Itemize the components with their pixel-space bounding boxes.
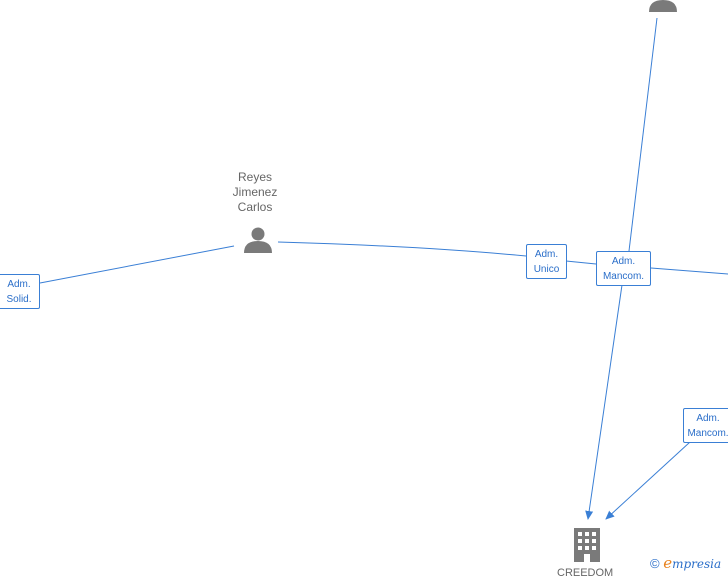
relation-line: Adm. — [611, 256, 636, 267]
relation-line: Unico — [533, 264, 560, 275]
person-name[interactable]: Reyes Jimenez Carlos — [205, 170, 305, 215]
relation-line: Mancom. — [687, 428, 728, 439]
edge-top-person — [628, 17, 658, 252]
relation-adm-mancom-center[interactable]: Adm. Mancom. — [596, 251, 651, 286]
person-icon[interactable] — [244, 227, 272, 254]
relation-line: Adm. — [7, 279, 31, 290]
edge-right-to-company — [605, 441, 691, 520]
company-name[interactable]: CREEDOM — [557, 567, 614, 579]
relation-adm-unico[interactable]: Adm. Unico — [526, 244, 567, 279]
edge-mancom-right — [650, 267, 728, 275]
person-icon-top[interactable] — [649, 0, 677, 12]
relation-line: Adm. — [696, 413, 720, 424]
relation-line: Solid. — [6, 294, 32, 305]
edge-unico-mancom — [565, 260, 597, 265]
edge-unico — [277, 241, 527, 257]
relation-line: Adm. — [534, 249, 559, 260]
brand-name: mpresia — [672, 557, 722, 571]
copyright-symbol: © — [650, 556, 660, 571]
person-name-line: Reyes — [237, 170, 272, 184]
brand-initial: e — [663, 554, 673, 572]
empresia-logo: © empresia — [650, 554, 721, 572]
building-icon[interactable] — [574, 528, 600, 562]
person-name-line: Jimenez — [232, 185, 278, 199]
relation-line: Mancom. — [602, 271, 645, 282]
edge-solid — [39, 245, 235, 284]
person-name-line: Carlos — [237, 200, 273, 214]
relation-adm-mancom-right[interactable]: Adm. Mancom. — [683, 408, 728, 443]
relation-adm-solid[interactable]: Adm. Solid. — [0, 274, 40, 309]
edge-to-company — [585, 284, 623, 520]
